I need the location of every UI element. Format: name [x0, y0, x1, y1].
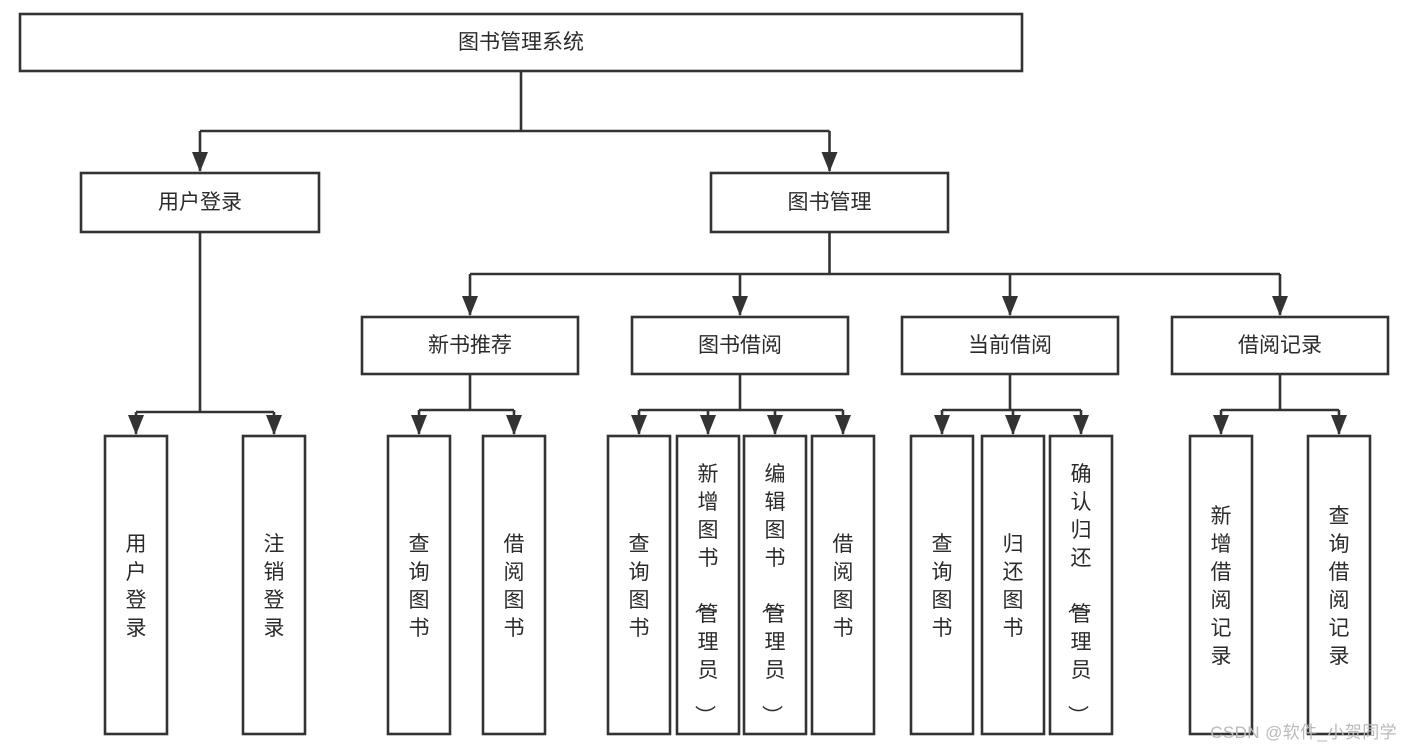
- node-label: 归还图书: [1003, 533, 1024, 640]
- arrow-head: [1272, 296, 1288, 316]
- node-label: 当前借阅: [968, 334, 1052, 357]
- node-box: [675, 434, 741, 736]
- node-box: [360, 315, 580, 376]
- node-leaf-3[interactable]: 借阅图书: [481, 434, 547, 736]
- node-box: [606, 434, 672, 736]
- node-label: 图书管理系统: [458, 31, 584, 54]
- arrow-head: [462, 296, 478, 316]
- arrow-head: [128, 415, 144, 435]
- node-leaf-8[interactable]: 查询图书: [909, 434, 975, 736]
- node-box: [709, 171, 950, 234]
- node-label: 图书借阅: [698, 334, 782, 357]
- node-leaf-2[interactable]: 查询图书: [386, 434, 452, 736]
- node-l2-2[interactable]: 当前借阅: [900, 315, 1120, 376]
- node-label: 新增图书（管理员）: [693, 463, 719, 726]
- node-label: 用户登录: [158, 191, 242, 214]
- arrow-head: [821, 152, 838, 172]
- node-box: [103, 434, 169, 736]
- arrow-head: [767, 415, 783, 435]
- node-leaf-12[interactable]: 查询借阅记录: [1306, 434, 1372, 736]
- node-label: 新增借阅记录: [1211, 505, 1232, 668]
- node-label: 借阅图书: [504, 533, 525, 640]
- node-root-0[interactable]: 图书管理系统: [18, 12, 1024, 73]
- node-l2-1[interactable]: 图书借阅: [630, 315, 850, 376]
- node-label: 查询借阅记录: [1329, 505, 1350, 668]
- node-box: [1188, 434, 1254, 736]
- node-box: [630, 315, 850, 376]
- node-l2-3[interactable]: 借阅记录: [1170, 315, 1390, 376]
- node-leaf-10[interactable]: 确认归还（管理员）: [1048, 434, 1114, 736]
- node-label: 用户登录: [126, 533, 147, 640]
- node-label: 图书管理: [788, 191, 872, 214]
- arrow-head: [266, 415, 282, 435]
- node-l1-0[interactable]: 用户登录: [79, 171, 321, 234]
- node-leaf-7[interactable]: 借阅图书: [810, 434, 876, 736]
- arrow-head: [835, 415, 851, 435]
- node-box: [1306, 434, 1372, 736]
- node-layer: 图书管理系统用户登录图书管理新书推荐图书借阅当前借阅借阅记录用户登录注销登录查询…: [18, 12, 1390, 736]
- node-box: [900, 315, 1120, 376]
- node-label: 查询图书: [629, 533, 650, 640]
- node-l1-1[interactable]: 图书管理: [709, 171, 950, 234]
- node-leaf-11[interactable]: 新增借阅记录: [1188, 434, 1254, 736]
- arrow-head: [1005, 415, 1021, 435]
- arrow-head: [700, 415, 716, 435]
- node-box: [980, 434, 1046, 736]
- node-box: [79, 171, 321, 234]
- node-label: 借阅记录: [1238, 334, 1322, 357]
- node-leaf-1[interactable]: 注销登录: [241, 434, 307, 736]
- node-leaf-9[interactable]: 归还图书: [980, 434, 1046, 736]
- arrow-head: [1331, 415, 1347, 435]
- node-label: 确认归还（管理员）: [1066, 463, 1092, 726]
- node-label: 查询图书: [932, 533, 953, 640]
- node-label: 借阅图书: [833, 533, 854, 640]
- arrow-head: [732, 296, 748, 316]
- node-leaf-6[interactable]: 编辑图书（管理员）: [742, 434, 808, 736]
- node-box: [1048, 434, 1114, 736]
- node-label: 查询图书: [409, 533, 430, 640]
- arrow-head: [192, 152, 208, 172]
- node-label: 注销登录: [264, 533, 285, 640]
- arrow-head: [506, 415, 522, 435]
- connector-layer: [128, 71, 1347, 435]
- node-box: [386, 434, 452, 736]
- arrow-head: [1213, 415, 1229, 435]
- node-box: [909, 434, 975, 736]
- arrow-head: [631, 415, 647, 435]
- node-leaf-5[interactable]: 新增图书（管理员）: [675, 434, 741, 736]
- node-box: [241, 434, 307, 736]
- node-leaf-0[interactable]: 用户登录: [103, 434, 169, 736]
- arrow-head: [1073, 415, 1089, 435]
- arrow-head: [934, 415, 950, 435]
- node-box: [18, 12, 1024, 73]
- arrow-head: [1002, 296, 1018, 316]
- node-box: [481, 434, 547, 736]
- node-box: [1170, 315, 1390, 376]
- node-box: [742, 434, 808, 736]
- node-l2-0[interactable]: 新书推荐: [360, 315, 580, 376]
- node-label: 编辑图书（管理员）: [760, 463, 786, 726]
- node-leaf-4[interactable]: 查询图书: [606, 434, 672, 736]
- node-box: [810, 434, 876, 736]
- arrow-head: [411, 415, 427, 435]
- node-label: 新书推荐: [428, 334, 512, 357]
